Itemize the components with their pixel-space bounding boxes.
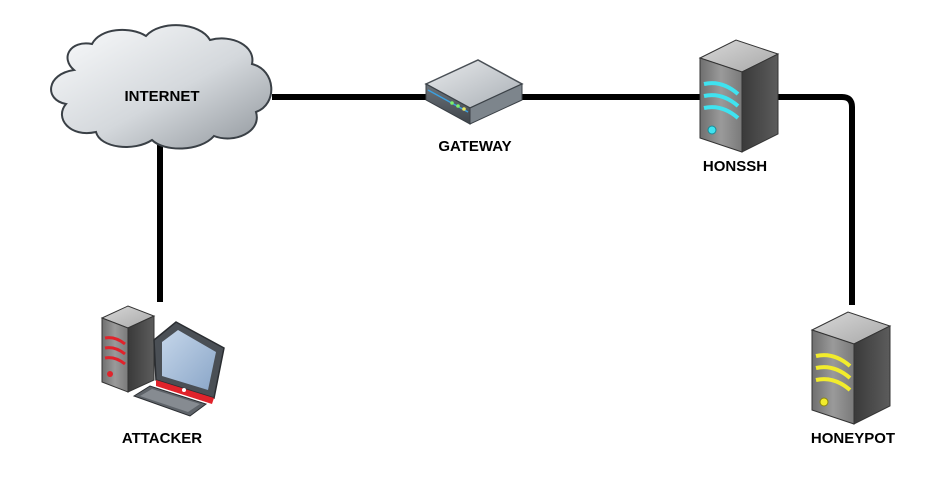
workstation-icon — [100, 305, 225, 417]
internet-label: INTERNET — [124, 88, 200, 105]
network-links — [157, 94, 855, 305]
router-icon — [424, 59, 524, 125]
link-honssh-honeypot — [770, 94, 855, 305]
attacker-label: ATTACKER — [121, 430, 203, 447]
gateway-label: GATEWAY — [438, 138, 512, 155]
honssh-server-icon — [698, 39, 780, 153]
cloud-icon — [50, 24, 273, 150]
honssh-label: HONSSH — [702, 158, 768, 175]
honeypot-server-icon — [810, 311, 892, 425]
honeypot-label: HONEYPOT — [810, 430, 896, 447]
